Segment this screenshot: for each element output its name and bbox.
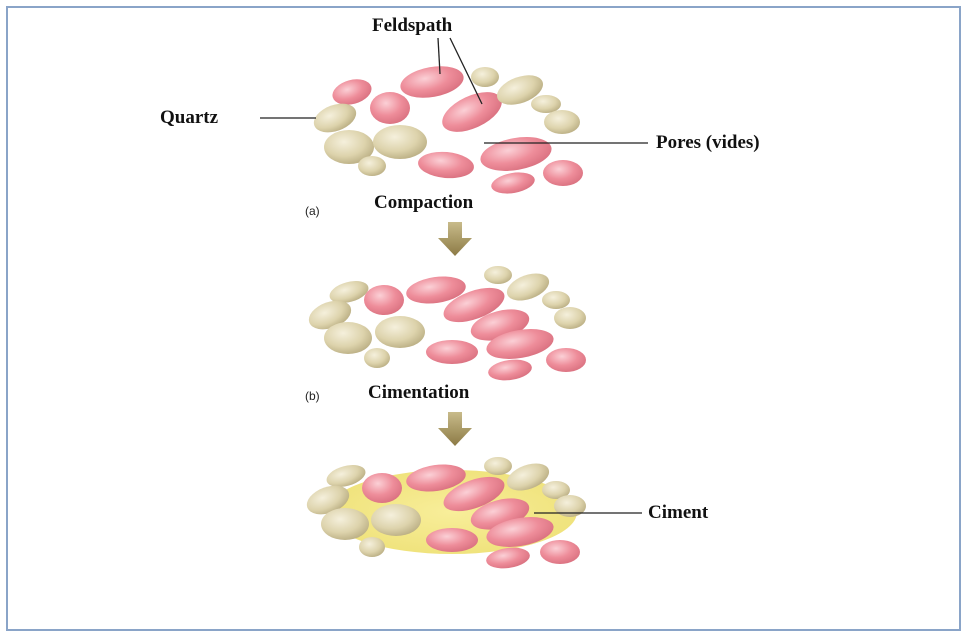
feldspar-grain xyxy=(426,528,478,552)
label-stage-a: (a) xyxy=(305,204,320,218)
label-ciment: Ciment xyxy=(648,502,709,523)
quartz-grain xyxy=(542,291,570,309)
feldspar-grain xyxy=(546,348,586,372)
label-pores: Pores (vides) xyxy=(656,132,760,153)
label-quartz: Quartz xyxy=(160,107,219,128)
label-compaction: Compaction xyxy=(374,192,474,213)
quartz-grain xyxy=(375,316,425,348)
down-arrow-icon xyxy=(438,222,472,256)
down-arrow-icon xyxy=(438,412,472,446)
quartz-grain xyxy=(359,537,385,557)
feldspar-grain xyxy=(398,62,466,103)
feldspar-grain xyxy=(417,150,475,181)
feldspar-grain xyxy=(478,132,554,176)
feldspar-grain xyxy=(543,160,583,186)
feldspar-grain xyxy=(490,169,537,196)
feldspar-grain xyxy=(487,357,533,383)
feldspar-grain xyxy=(362,473,402,503)
quartz-grain xyxy=(554,495,586,517)
quartz-grain xyxy=(554,307,586,329)
quartz-grain xyxy=(471,67,499,87)
feldspar-grain xyxy=(426,340,478,364)
quartz-grain xyxy=(364,348,390,368)
label-feldspath: Feldspath xyxy=(372,15,453,36)
quartz-grain xyxy=(324,322,372,354)
quartz-grain xyxy=(371,504,421,536)
grain-cluster-c xyxy=(303,457,586,571)
label-stage-b: (b) xyxy=(305,389,320,403)
grain-cluster-a xyxy=(310,62,583,197)
grain-cluster-b xyxy=(305,266,586,383)
quartz-grain xyxy=(358,156,386,176)
feldspar-grain xyxy=(330,75,375,109)
label-cimentation: Cimentation xyxy=(368,382,470,403)
quartz-grain xyxy=(531,95,561,113)
quartz-grain xyxy=(321,508,369,540)
quartz-grain xyxy=(544,110,580,134)
quartz-grain xyxy=(484,266,512,284)
feldspar-grain xyxy=(370,92,410,124)
feldspar-grain xyxy=(540,540,580,564)
quartz-grain xyxy=(373,125,427,159)
feldspar-grain xyxy=(364,285,404,315)
quartz-grain xyxy=(484,457,512,475)
